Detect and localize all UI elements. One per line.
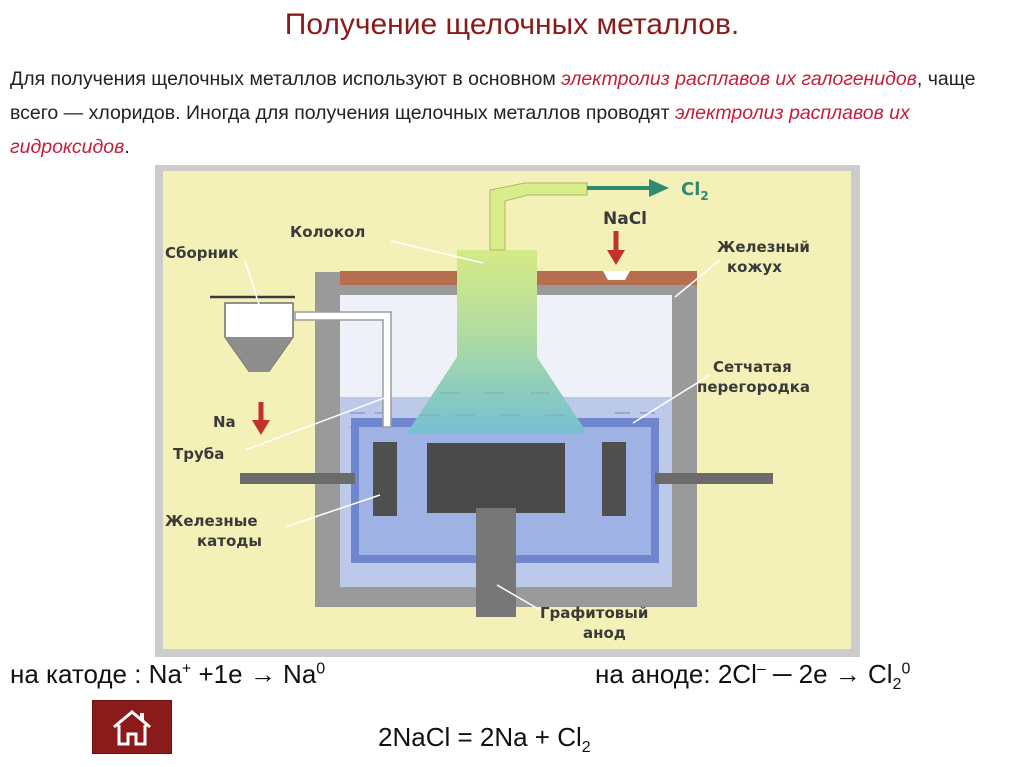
right-cathode — [602, 442, 626, 516]
graphite-anode-top — [427, 443, 565, 513]
label-anod-2: анод — [583, 624, 626, 642]
cl2-label: Cl2 — [681, 179, 709, 203]
left-cathode-rod — [240, 473, 355, 484]
intro-highlight-hydroxides: электролиз расплавов их гидроксидов — [10, 102, 910, 158]
cl2-arrowhead — [649, 179, 669, 197]
intro-paragraph: Для получения щелочных металлов использу… — [10, 62, 1010, 164]
home-icon — [113, 710, 151, 746]
nacl-arrowhead — [607, 250, 625, 265]
intro-text-2: , чаще всего — хлоридов. Иногда для полу… — [10, 68, 976, 124]
label-katody-1: Железные — [165, 512, 258, 530]
label-na: Na — [213, 413, 236, 431]
label-kolokol: Колокол — [290, 223, 365, 241]
label-kozhukh-2: кожух — [727, 258, 782, 276]
page-title: Получение щелочных металлов. — [284, 8, 740, 41]
na-arrowhead — [252, 420, 270, 435]
nacl-funnel — [603, 271, 630, 280]
home-button[interactable] — [92, 700, 172, 754]
nacl-label: NaCl — [603, 209, 647, 229]
intro-text-3: . — [124, 136, 130, 158]
leader-lines — [244, 240, 721, 611]
label-kozhukh-1: Железный — [717, 238, 810, 256]
bell-tube — [489, 182, 588, 251]
intro-highlight-halides: электролиз расплавов их галогенидов — [561, 68, 917, 90]
collector-pipe — [294, 311, 392, 428]
collector-sodium — [225, 337, 293, 371]
anode-equation: на аноде: 2Cl– ─ 2е → Cl20 — [595, 659, 911, 694]
label-sbornik: Сборник — [165, 244, 239, 262]
label-peregorodka-1: Сетчатая — [713, 358, 792, 376]
right-cathode-rod — [655, 473, 773, 484]
label-peregorodka-2: перегородка — [697, 378, 810, 396]
graphite-anode-stem — [476, 508, 516, 617]
label-truba: Труба — [173, 445, 224, 463]
left-cathode — [373, 442, 397, 516]
cathode-equation: на катоде : Na+ +1е → Na0 — [10, 659, 326, 689]
label-katody-2: катоды — [197, 532, 262, 550]
electrolyzer-diagram: Cl2 NaCl Колокол Сборник Na Труба Железн… — [155, 165, 860, 657]
label-anod-1: Графитовый — [540, 604, 648, 622]
bell — [407, 250, 587, 433]
overall-equation: 2NaCl = 2Na + Cl2 — [378, 722, 591, 757]
bell-hatching — [420, 392, 565, 416]
intro-text-1: Для получения щелочных металлов использу… — [10, 68, 562, 90]
